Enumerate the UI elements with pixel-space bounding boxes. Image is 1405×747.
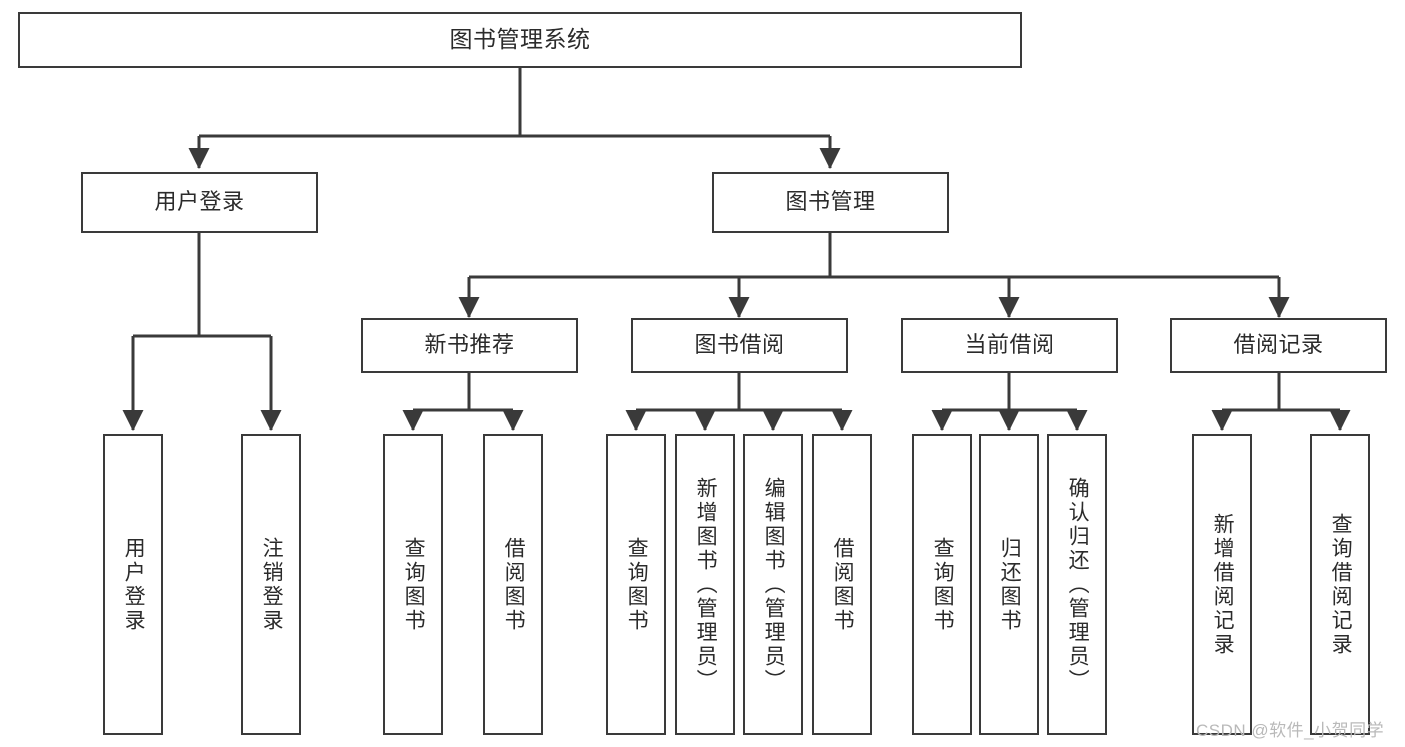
node-label: 查询图书	[625, 536, 649, 633]
node-label: 查询借阅记录	[1329, 512, 1353, 657]
leaf-query-borrow-record[interactable]: 查询借阅记录	[1310, 434, 1370, 735]
node-label: 新增图书（管理员）	[694, 476, 718, 693]
node-label: 图书管理系统	[449, 26, 591, 53]
node-label: 归还图书	[998, 536, 1022, 633]
leaf-confirm-return-admin[interactable]: 确认归还（管理员）	[1047, 434, 1107, 735]
leaf-add-borrow-record[interactable]: 新增借阅记录	[1192, 434, 1252, 735]
csdn-watermark: CSDN @软件_小贺同学	[1196, 721, 1385, 740]
node-current-borrow[interactable]: 当前借阅	[901, 318, 1118, 373]
leaf-add-book-admin[interactable]: 新增图书（管理员）	[675, 434, 735, 735]
node-label: 借阅图书	[831, 536, 855, 633]
node-borrow-record[interactable]: 借阅记录	[1170, 318, 1387, 373]
node-label: 用户登录	[122, 536, 146, 633]
node-label: 查询图书	[931, 536, 955, 633]
node-label: 借阅图书	[502, 536, 526, 633]
leaf-edit-book-admin[interactable]: 编辑图书（管理员）	[743, 434, 803, 735]
node-book-borrow[interactable]: 图书借阅	[631, 318, 848, 373]
node-label: 图书借阅	[694, 332, 785, 358]
node-label: 注销登录	[260, 536, 284, 633]
node-label: 当前借阅	[964, 332, 1055, 358]
node-label: 编辑图书（管理员）	[762, 476, 786, 693]
node-label: 新增借阅记录	[1211, 512, 1235, 657]
node-root-system[interactable]: 图书管理系统	[18, 12, 1022, 68]
node-label: 用户登录	[154, 189, 245, 215]
node-label: 确认归还（管理员）	[1066, 476, 1090, 693]
node-label: 借阅记录	[1233, 332, 1324, 358]
node-label: 新书推荐	[424, 332, 515, 358]
leaf-logout[interactable]: 注销登录	[241, 434, 301, 735]
leaf-borrow-book-recommend[interactable]: 借阅图书	[483, 434, 543, 735]
node-label: 图书管理	[785, 189, 876, 215]
node-label: 查询图书	[402, 536, 426, 633]
leaf-query-book-borrow[interactable]: 查询图书	[606, 434, 666, 735]
node-user-login[interactable]: 用户登录	[81, 172, 318, 233]
leaf-return-book[interactable]: 归还图书	[979, 434, 1039, 735]
leaf-borrow-book[interactable]: 借阅图书	[812, 434, 872, 735]
node-book-management[interactable]: 图书管理	[712, 172, 949, 233]
leaf-user-login[interactable]: 用户登录	[103, 434, 163, 735]
leaf-query-book-current[interactable]: 查询图书	[912, 434, 972, 735]
leaf-query-book-recommend[interactable]: 查询图书	[383, 434, 443, 735]
node-new-book-recommend[interactable]: 新书推荐	[361, 318, 578, 373]
